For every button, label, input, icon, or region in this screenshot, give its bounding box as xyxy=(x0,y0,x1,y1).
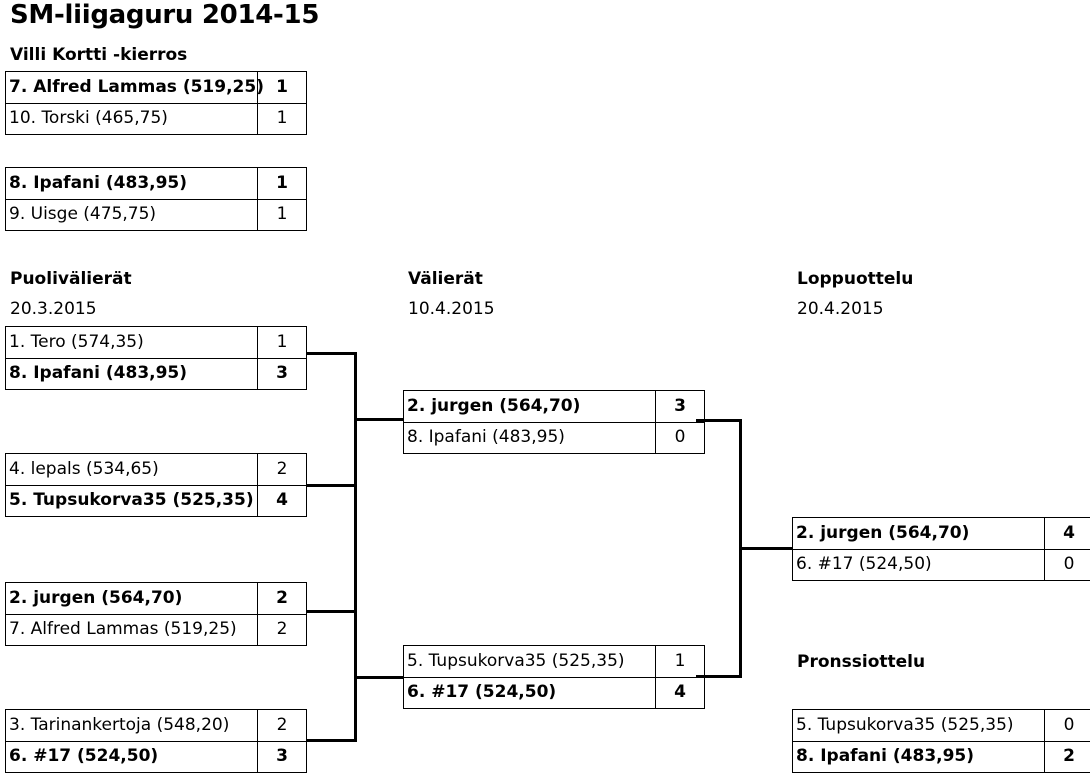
team-row: 2. jurgen (564,70) 3 xyxy=(404,391,704,423)
team-name: 10. Torski (465,75) xyxy=(9,108,168,128)
team-row: 6. #17 (524,50) 4 xyxy=(404,677,704,708)
bracket-line xyxy=(307,484,357,487)
team-score: 1 xyxy=(257,72,306,103)
team-row: 1. Tero (574,35) 1 xyxy=(6,327,306,359)
team-row: 5. Tupsukorva35 (525,35) 1 xyxy=(404,646,704,678)
team-row: 5. Tupsukorva35 (525,35) 0 xyxy=(793,710,1090,742)
bracket-line xyxy=(307,610,357,613)
team-name: 8. Ipafani (483,95) xyxy=(9,173,188,193)
team-score: 1 xyxy=(257,199,306,230)
team-name: 5. Tupsukorva35 (525,35) xyxy=(796,715,1014,735)
team-row: 8. Ipafani (483,95) 3 xyxy=(6,358,306,389)
team-score: 4 xyxy=(655,677,704,708)
bracket-line xyxy=(354,418,403,421)
team-row: 7. Alfred Lammas (519,25)1 xyxy=(6,72,306,104)
team-name: 5. Tupsukorva35 (525,35) xyxy=(407,651,625,671)
page-title: SM-liigaguru 2014-15 xyxy=(10,0,320,30)
team-name: 5. Tupsukorva35 (525,35) xyxy=(9,490,254,510)
team-score: 0 xyxy=(655,422,704,453)
team-row: 9. Uisge (475,75) 1 xyxy=(6,199,306,230)
team-name: 6. #17 (524,50) xyxy=(407,682,557,702)
team-score: 3 xyxy=(655,391,704,422)
quarterfinals-heading: Puolivälierät xyxy=(10,269,132,289)
team-name: 8. Ipafani (483,95) xyxy=(796,746,975,766)
team-row: 3. Tarinankertoja (548,20) 2 xyxy=(6,710,306,742)
team-name: 9. Uisge (475,75) xyxy=(9,204,157,224)
bracket-line xyxy=(307,739,357,742)
quarterfinals-date: 20.3.2015 xyxy=(10,299,97,319)
bracket-line xyxy=(354,352,357,742)
match-box: 8. Ipafani (483,95) 1 9. Uisge (475,75) 1 xyxy=(5,167,307,231)
team-score: 4 xyxy=(1044,518,1090,549)
wildcard-heading: Villi Kortti -kierros xyxy=(10,45,188,65)
team-name: 2. jurgen (564,70) xyxy=(796,523,970,543)
team-score: 2 xyxy=(257,583,306,614)
team-score: 3 xyxy=(257,358,306,389)
team-row: 6. #17 (524,50) 0 xyxy=(793,549,1090,580)
bracket-line xyxy=(696,419,742,422)
semifinals-heading: Välierät xyxy=(408,269,483,289)
semifinals-date: 10.4.2015 xyxy=(408,299,495,319)
team-name: 3. Tarinankertoja (548,20) xyxy=(9,715,230,735)
team-score: 0 xyxy=(1044,549,1090,580)
team-score: 2 xyxy=(1044,741,1090,772)
team-row: 2. jurgen (564,70) 2 xyxy=(6,583,306,615)
team-name: 7. Alfred Lammas (519,25) xyxy=(9,77,264,97)
team-score: 1 xyxy=(257,103,306,134)
team-score: 2 xyxy=(257,614,306,645)
team-score: 2 xyxy=(257,454,306,485)
bracket-line xyxy=(307,352,357,355)
team-name: 2. jurgen (564,70) xyxy=(407,396,581,416)
team-row: 4. lepals (534,65) 2 xyxy=(6,454,306,486)
team-name: 8. Ipafani (483,95) xyxy=(407,427,565,447)
match-box: 2. jurgen (564,70) 4 6. #17 (524,50) 0 xyxy=(792,517,1090,581)
team-score: 1 xyxy=(257,168,306,199)
match-box: 2. jurgen (564,70) 3 8. Ipafani (483,95) 0 xyxy=(403,390,705,454)
team-row: 6. #17 (524,50) 3 xyxy=(6,741,306,772)
team-row: 8. Ipafani (483,95) 0 xyxy=(404,422,704,453)
bracket-line xyxy=(696,675,742,678)
team-row: 7. Alfred Lammas (519,25) 2 xyxy=(6,614,306,645)
team-name: 8. Ipafani (483,95) xyxy=(9,363,188,383)
team-row: 8. Ipafani (483,95) 2 xyxy=(793,741,1090,772)
team-score: 0 xyxy=(1044,710,1090,741)
team-score: 1 xyxy=(257,327,306,358)
bracket-line xyxy=(354,676,403,679)
team-row: 8. Ipafani (483,95) 1 xyxy=(6,168,306,200)
team-score: 2 xyxy=(257,710,306,741)
team-name: 1. Tero (574,35) xyxy=(9,332,144,352)
team-name: 6. #17 (524,50) xyxy=(796,554,932,574)
team-name: 7. Alfred Lammas (519,25) xyxy=(9,619,237,639)
team-name: 2. jurgen (564,70) xyxy=(9,588,183,608)
team-name: 4. lepals (534,65) xyxy=(9,459,159,479)
final-heading: Loppuottelu xyxy=(797,269,914,289)
team-row: 5. Tupsukorva35 (525,35)4 xyxy=(6,485,306,516)
team-score: 1 xyxy=(655,646,704,677)
team-row: 10. Torski (465,75) 1 xyxy=(6,103,306,134)
team-score: 4 xyxy=(257,485,306,516)
bracket-line xyxy=(739,547,792,550)
final-date: 20.4.2015 xyxy=(797,299,884,319)
bronze-heading: Pronssiottelu xyxy=(797,652,926,672)
match-box: 1. Tero (574,35) 1 8. Ipafani (483,95) 3 xyxy=(5,326,307,390)
team-score: 3 xyxy=(257,741,306,772)
team-name: 6. #17 (524,50) xyxy=(9,746,159,766)
team-row: 2. jurgen (564,70) 4 xyxy=(793,518,1090,550)
